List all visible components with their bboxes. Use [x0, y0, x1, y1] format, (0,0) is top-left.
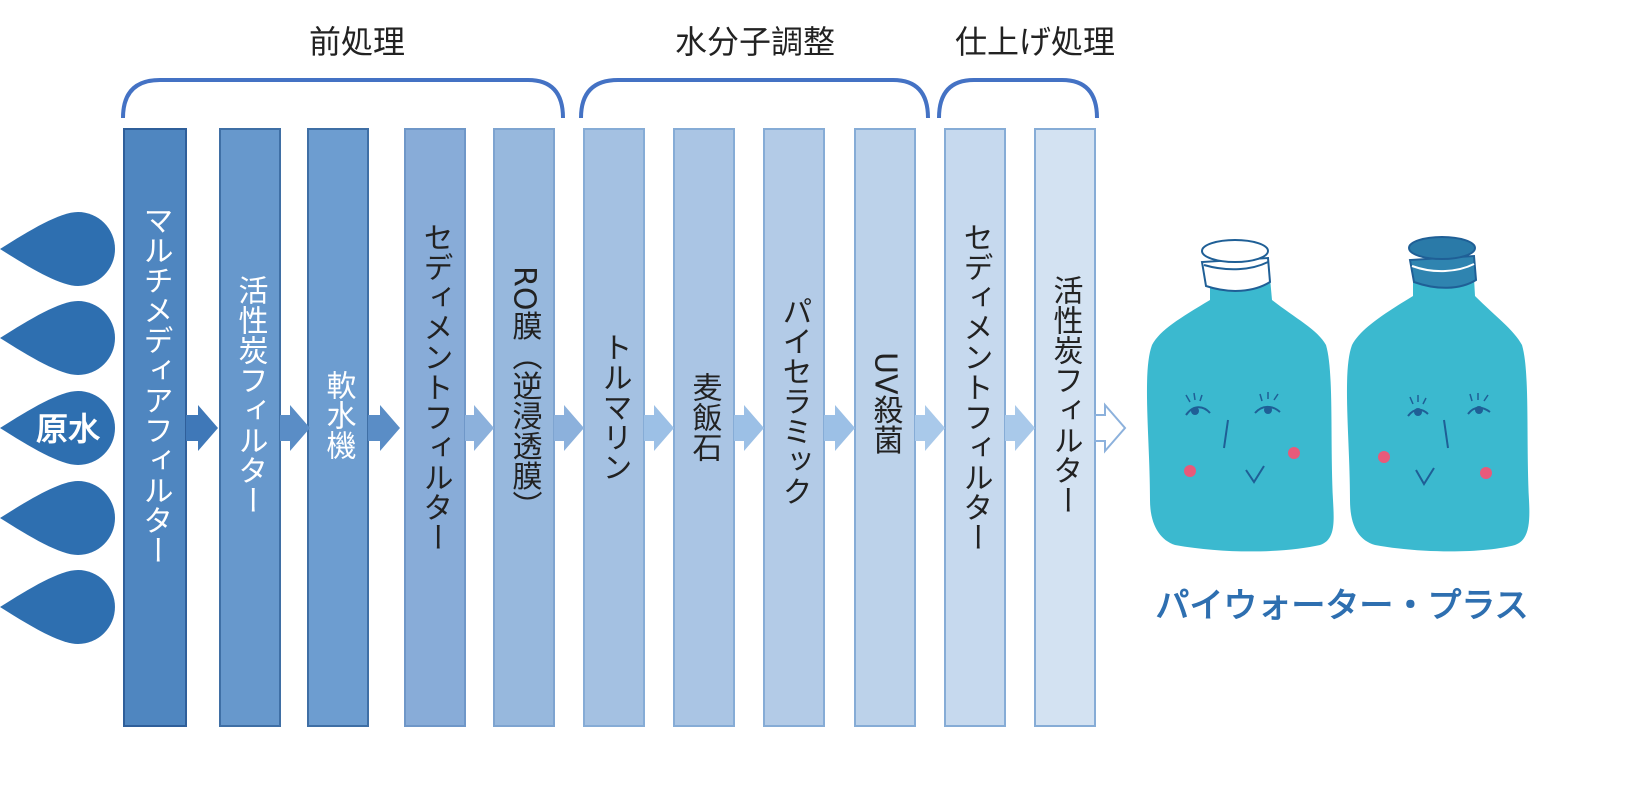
- stage-10-label: セディメントフィルター: [958, 222, 993, 552]
- bottle-left-icon: [1146, 239, 1334, 552]
- stage-6-box: [583, 128, 645, 727]
- flow-arrow-icon: [734, 405, 764, 451]
- flow-arrow-icon: [644, 405, 674, 451]
- stage-2-box: [219, 128, 281, 727]
- flow-arrow-icon: [368, 405, 400, 451]
- stage-11-box: [1034, 128, 1096, 727]
- stages: [123, 128, 1096, 727]
- water-drop-icon: [0, 212, 115, 286]
- bracket-molecule: [579, 78, 930, 119]
- stage-3-label: 軟水機: [321, 370, 357, 460]
- bracket-pretreatment: [121, 78, 565, 119]
- stage-10-box: [944, 128, 1006, 727]
- flow-arrow-icon: [1005, 405, 1035, 451]
- bottle-right-icon: [1346, 236, 1530, 552]
- stage-11-label: 活性炭フィルター: [1048, 275, 1084, 515]
- group-headers: 前処理 水分子調整 仕上げ処理: [121, 23, 1115, 119]
- flow-arrows: [186, 402, 1127, 454]
- stage-7-label: 麦飯石: [687, 372, 723, 462]
- water-drop-icon: [0, 570, 115, 644]
- source-label: 原水: [36, 410, 101, 448]
- flow-arrow-icon: [465, 405, 494, 451]
- flow-arrow-icon: [824, 405, 855, 451]
- stage-2-label: 活性炭フィルター: [233, 275, 269, 515]
- stage-1-label: マルチメディアフィルター: [138, 205, 173, 565]
- stage-3-box: [307, 128, 369, 727]
- product-label: パイウォーター・プラス: [1155, 586, 1528, 626]
- stage-labels: マルチメディアフィルター 活性炭フィルター 軟水機 セディメントフィルター RO…: [138, 205, 1084, 565]
- flow-arrow-icon: [280, 405, 310, 451]
- stage-9-box: [854, 128, 916, 727]
- water-drop-icon: [0, 301, 115, 375]
- group-label-molecule: 水分子調整: [675, 23, 835, 61]
- flow-arrow-icon: [186, 405, 218, 451]
- water-drop-icon: [0, 481, 115, 555]
- stage-8-label: パイセラミック: [777, 296, 812, 506]
- group-label-pretreatment: 前処理: [309, 23, 405, 61]
- bracket-finishing: [937, 78, 1099, 119]
- water-drop-icon: [0, 391, 115, 465]
- flow-arrow-icon: [554, 405, 584, 451]
- stage-4-label: セディメントフィルター: [418, 222, 453, 552]
- source-drops: 原水: [0, 212, 115, 644]
- product-bottles-illustration: パイウォーター・プラス: [1146, 236, 1530, 626]
- flow-arrow-icon: [915, 405, 945, 451]
- stage-5-label: RO膜（逆浸透膜）: [507, 266, 543, 520]
- group-label-finishing: 仕上げ処理: [955, 23, 1115, 61]
- flow-arrow-icon: [1094, 402, 1127, 454]
- stage-6-label: トルマリン: [597, 332, 632, 482]
- stage-9-label: UV殺菌: [868, 352, 904, 455]
